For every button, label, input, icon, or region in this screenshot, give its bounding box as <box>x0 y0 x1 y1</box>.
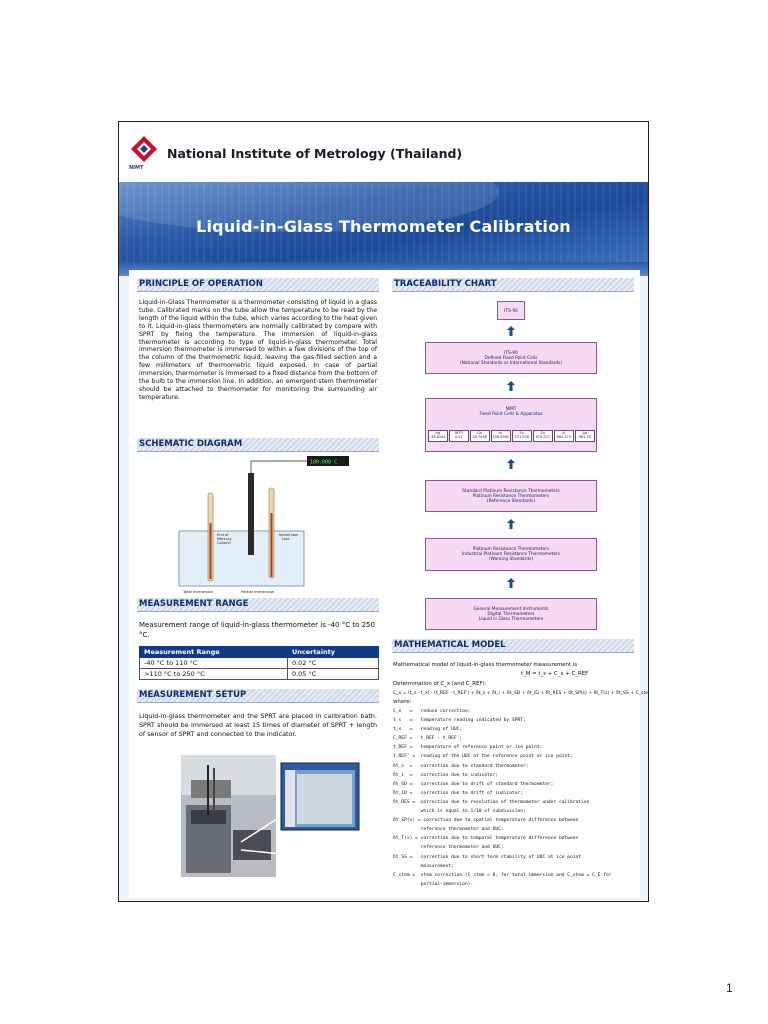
range-heading: MEASUREMENT RANGE <box>137 598 379 612</box>
range-text: Measurement range of liquid-in-glass the… <box>139 621 375 639</box>
schematic-heading: SCHEMATIC DIAGRAM <box>137 438 379 452</box>
up-arrow-icon <box>507 519 515 529</box>
page-number: 1 <box>726 981 733 995</box>
range-table: Measurement Range Uncertainty -40 °C to … <box>139 646 380 680</box>
trace-box-nimt: NIMT Fixed Point Cells & Apparatus <box>425 398 597 452</box>
poster: NIMT National Institute of Metrology (Th… <box>118 121 649 902</box>
immersion-line-label: Immersion <box>279 533 298 537</box>
math-determination: Determination of C_x (and C_REF): <box>393 681 487 687</box>
principle-text: Liquid-in-Glass Thermometer is a thermom… <box>139 299 377 401</box>
trace-box-working: Platinum Resistance Thermometers Industr… <box>425 538 597 571</box>
table-row: -40 °C to 110 °C 0.02 °C <box>139 657 380 669</box>
math-eq1: t_M = t_s + C_x + C_REF <box>521 671 589 677</box>
logo-caption: NIMT <box>129 165 144 171</box>
indicator-display: 100.000 C <box>310 460 337 466</box>
title-banner <box>119 182 648 268</box>
trace-box-general: General Measurement Instruments Digital … <box>425 598 597 630</box>
col-range: Measurement Range <box>139 646 288 658</box>
table-row: >110 °C to 250 °C 0.05 °C <box>139 668 380 680</box>
col-uncertainty: Uncertainty <box>286 646 380 658</box>
setup-text: Liquid-in-glass thermometer and the SPRT… <box>139 712 377 738</box>
math-where: where: <box>393 699 412 705</box>
trace-box-defined-cells: ITS-90 Defined Fixed Point Cells (Nation… <box>425 342 597 374</box>
fixed-point-hg: Hg-38.8344 <box>428 430 448 442</box>
poster-header: NIMT National Institute of Metrology (Th… <box>119 122 648 268</box>
total-immersion-label: Total Immersion <box>182 589 214 594</box>
principle-heading: PRINCIPLE OF OPERATION <box>137 278 379 292</box>
setup-heading: MEASUREMENT SETUP <box>137 689 379 703</box>
end-mercury-label: End of <box>217 533 229 537</box>
up-arrow-icon <box>507 459 515 469</box>
poster-title: Liquid-in-Glass Thermometer Calibration <box>196 217 571 236</box>
up-arrow-icon <box>507 381 515 391</box>
up-arrow-icon <box>507 578 515 588</box>
trace-box-spr: Standard Platinum Resistance Thermometer… <box>425 480 597 512</box>
math-heading: MATHEMATICAL MODEL <box>392 639 634 653</box>
math-eq2: C_x = (t_s - t_x) - (t_REF - t_REF') + δ… <box>393 691 649 696</box>
svg-text:Line: Line <box>282 537 290 541</box>
traceability-heading: TRACEABILITY CHART <box>392 278 634 292</box>
trace-box-its90: ITS-90 <box>497 301 525 320</box>
math-intro: Mathematical model of liquid-in-glass th… <box>393 662 578 668</box>
partial-immersion-label: Partial Immersion <box>241 589 275 594</box>
math-definitions: C_x = reduce correction;t_s = temperatur… <box>393 709 612 887</box>
setup-photo <box>181 755 360 877</box>
schematic-diagram: 100.000 C End of Mercury Column Immersio… <box>178 456 349 594</box>
nimt-logo-icon <box>131 136 157 162</box>
institute-name: National Institute of Metrology (Thailan… <box>167 146 463 161</box>
svg-text:Column: Column <box>217 541 231 545</box>
up-arrow-icon <box>507 326 515 336</box>
svg-text:Mercury: Mercury <box>217 537 232 541</box>
poster-content: PRINCIPLE OF OPERATION Liquid-in-Glass T… <box>129 270 648 898</box>
